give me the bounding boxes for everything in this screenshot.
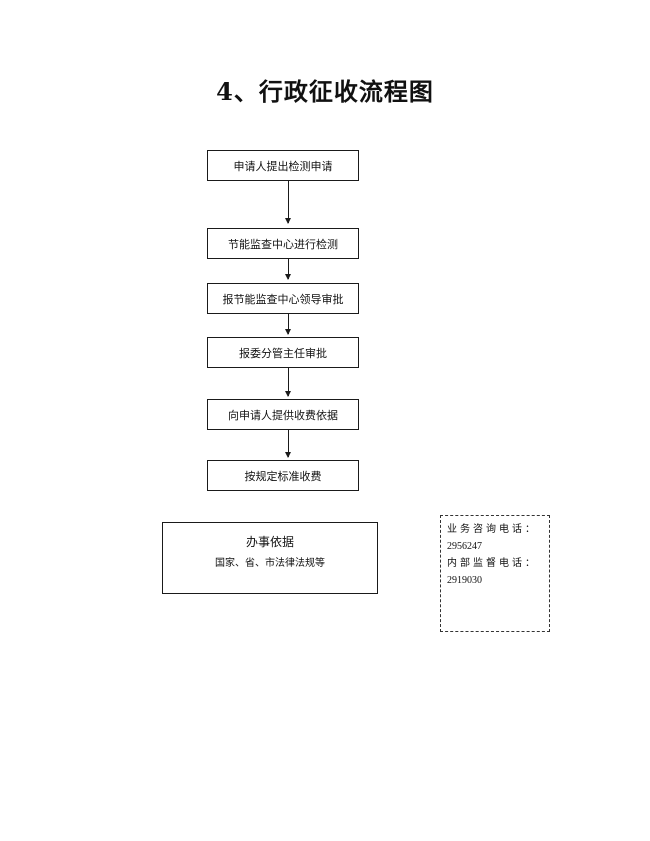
arrow-2 bbox=[285, 259, 291, 280]
step-director-approval: 报委分管主任审批 bbox=[207, 337, 359, 368]
step-center-approval: 报节能监查中心领导审批 bbox=[207, 283, 359, 314]
arrow-3 bbox=[285, 314, 291, 335]
step-collect-fee: 按规定标准收费 bbox=[207, 460, 359, 491]
supervision-phone-number: 2919030 bbox=[447, 575, 482, 586]
basis-content: 国家、省、市法律法规等 bbox=[215, 558, 325, 569]
arrow-5 bbox=[285, 430, 291, 458]
step-fee-basis: 向申请人提供收费依据 bbox=[207, 399, 359, 430]
arrow-1 bbox=[285, 181, 291, 224]
contact-box: 业务咨询电话： 2956247 内部监督电话： 2919030 bbox=[440, 515, 550, 632]
business-phone-label: 业务咨询电话： bbox=[447, 524, 538, 535]
step-inspection: 节能监查中心进行检测 bbox=[207, 228, 359, 259]
page-title: 4、行政征收流程图 bbox=[216, 77, 434, 106]
step-apply: 申请人提出检测申请 bbox=[207, 150, 359, 181]
basis-box: 办事依据 国家、省、市法律法规等 bbox=[162, 522, 378, 594]
arrow-4 bbox=[285, 368, 291, 397]
basis-title: 办事依据 bbox=[245, 535, 294, 549]
business-phone-number: 2956247 bbox=[447, 541, 482, 552]
supervision-phone-label: 内部监督电话： bbox=[447, 558, 538, 569]
